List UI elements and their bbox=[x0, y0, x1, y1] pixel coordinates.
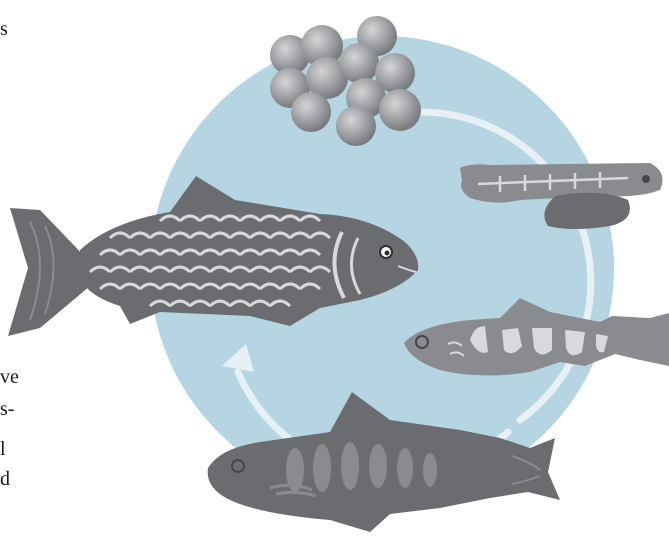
lifecycle-page: s ve s- l d bbox=[0, 0, 669, 536]
lifecycle-diagram bbox=[0, 0, 669, 536]
